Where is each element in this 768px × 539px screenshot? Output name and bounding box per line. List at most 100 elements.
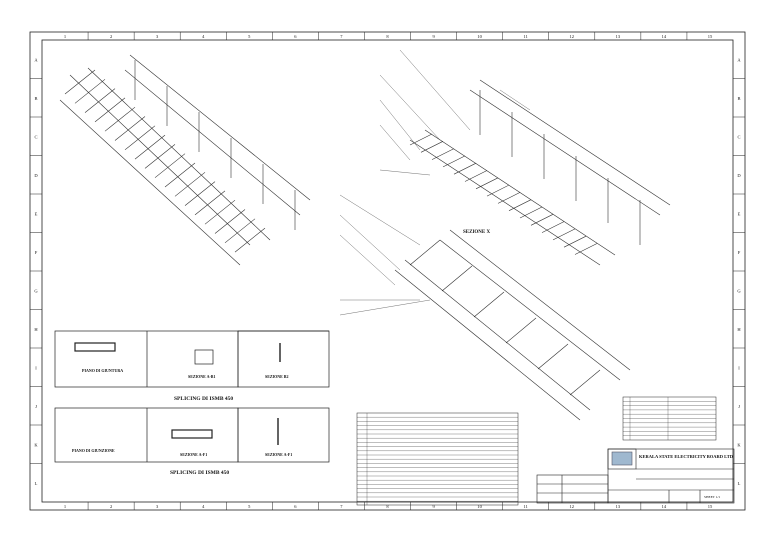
row-label: B	[34, 96, 37, 101]
splice-bottom-panel-1: PIANO DI GIUNZIONE	[72, 448, 115, 453]
stair-tread	[94, 97, 126, 123]
splice-bottom-panel-2: SEZIONE A-F1	[180, 452, 207, 457]
column-label: 10	[477, 504, 482, 509]
column-label: 9	[432, 34, 435, 39]
row-label: J	[35, 404, 37, 409]
column-label: 4	[202, 34, 205, 39]
stair-tread	[184, 181, 216, 206]
legend-table	[622, 396, 717, 441]
stair-tread	[204, 199, 236, 225]
stair-tread	[497, 192, 521, 204]
callout-leader	[379, 169, 431, 176]
stair-tread	[475, 177, 499, 190]
row-label: K	[34, 442, 38, 447]
row-label: D	[737, 173, 741, 178]
splice-bottom-title: SPLICING DI ISMB 450	[170, 470, 229, 476]
stair-tread	[214, 209, 246, 234]
stair-tread	[431, 148, 455, 160]
stair-tread	[486, 184, 510, 197]
stair-tread	[519, 206, 543, 219]
row-label: C	[737, 134, 740, 139]
row-label: A	[34, 57, 38, 62]
row-label: E	[35, 211, 38, 216]
stair-tread	[508, 199, 532, 211]
stair-tread	[530, 214, 554, 226]
railing-post	[569, 369, 601, 396]
row-label: F	[35, 250, 38, 255]
stair-isometric-view-left	[59, 54, 311, 266]
stair-tread	[174, 172, 206, 197]
company-name: KERALA STATE ELECTRICITY BOARD LTD	[639, 454, 734, 459]
column-label: 1	[64, 504, 66, 509]
railing-post	[409, 239, 441, 266]
splice-top-title: SPLICING DI ISMB 450	[174, 396, 233, 402]
column-label: 8	[386, 34, 389, 39]
column-label: 10	[477, 34, 482, 39]
row-label: G	[34, 288, 38, 293]
stair-tread	[464, 170, 488, 182]
row-label: L	[738, 481, 741, 486]
column-label: 5	[248, 34, 251, 39]
column-label: 3	[156, 504, 159, 509]
stair-tread	[224, 218, 256, 244]
column-label: 8	[386, 504, 389, 509]
stair-tread	[104, 106, 136, 132]
stair-tread	[442, 155, 466, 168]
row-label: H	[737, 327, 741, 332]
stair-isometric-view-right	[339, 49, 671, 421]
column-label: 14	[662, 504, 667, 509]
column-label: 15	[708, 34, 713, 39]
railing-post	[505, 317, 537, 344]
stair-tread	[563, 235, 587, 248]
column-label: 11	[524, 504, 528, 509]
column-label: 12	[570, 34, 575, 39]
callout-leader	[339, 194, 421, 246]
callout-leader	[379, 124, 411, 161]
section-x-label: SEZIONE X	[463, 230, 490, 235]
column-label: 13	[616, 34, 621, 39]
splice-top-panel-1: PIANO DI GIUNTURA	[82, 368, 123, 373]
splicing-panel-top	[54, 330, 330, 388]
stair-tread	[552, 228, 576, 241]
column-label: 7	[340, 34, 343, 39]
stair-tread	[114, 116, 146, 141]
row-label: I	[738, 365, 740, 370]
column-label: 2	[110, 34, 112, 39]
column-label: 9	[432, 504, 435, 509]
row-label: K	[737, 442, 741, 447]
row-label: L	[35, 481, 38, 486]
callout-leader	[379, 74, 441, 141]
stair-tread	[409, 133, 433, 146]
row-label: D	[34, 173, 38, 178]
row-label: H	[34, 327, 38, 332]
stair-tread	[574, 243, 598, 255]
column-label: 15	[708, 504, 713, 509]
column-label: 6	[294, 504, 297, 509]
column-label: 2	[110, 504, 112, 509]
stair-tread	[194, 190, 226, 216]
callout-leader	[379, 99, 421, 151]
splice-top-panel-3: SEZIONE B2	[265, 374, 288, 379]
sheet-number: SHEET 1/1	[704, 495, 720, 499]
callout-leader	[339, 234, 396, 286]
railing-post	[441, 265, 473, 292]
stair-tread	[84, 88, 116, 113]
column-label: 12	[570, 504, 575, 509]
stair-tread	[124, 125, 156, 151]
column-label: 5	[248, 504, 251, 509]
stair-tread	[134, 134, 166, 160]
column-label: 14	[662, 34, 667, 39]
splice-top-panel-2: SEZIONE A-B1	[188, 374, 215, 379]
row-label: E	[738, 211, 741, 216]
row-label: C	[34, 134, 37, 139]
stair-tread	[164, 162, 196, 188]
row-label: J	[738, 404, 740, 409]
stair-tread	[154, 153, 186, 178]
row-label: G	[737, 288, 741, 293]
stair-tread	[453, 162, 477, 175]
column-label: 13	[616, 504, 621, 509]
